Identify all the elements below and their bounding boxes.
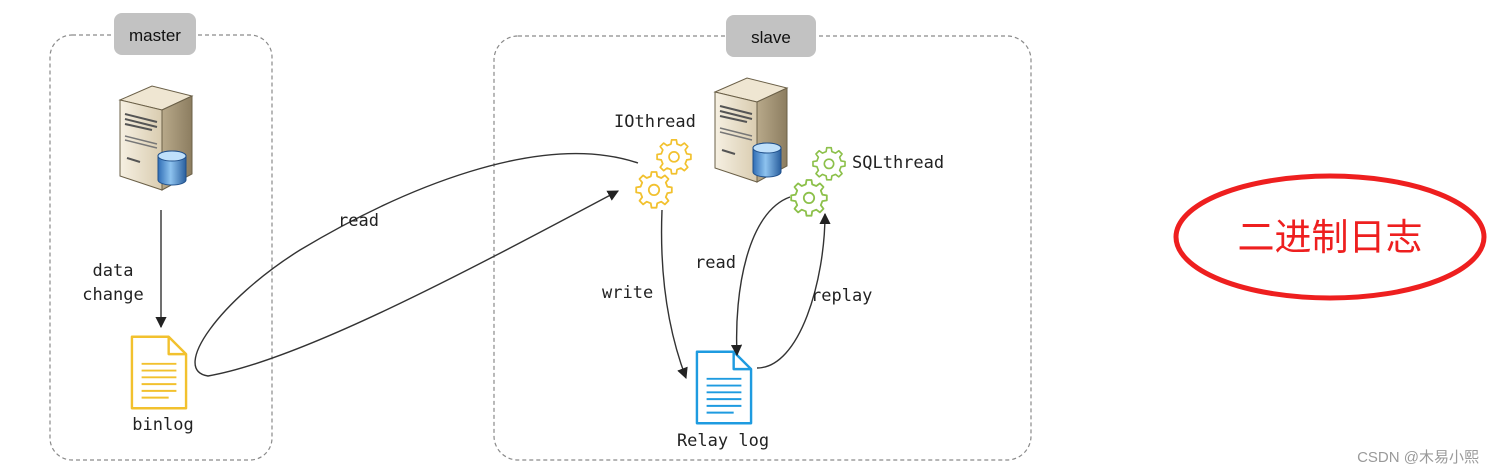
replay-arrow: [756, 212, 831, 369]
data-change-label-line2: change: [82, 285, 143, 305]
sql-thread-label: SQLthread: [852, 153, 944, 173]
io-thread-label: IOthread: [614, 112, 696, 132]
slave-tab: [726, 15, 816, 57]
binlog-label: binlog: [132, 415, 193, 435]
write-arrow: [660, 209, 688, 380]
annotation-text: 二进制日志: [1238, 216, 1423, 259]
slave-zone-border: [493, 35, 1032, 461]
data-change-label-line1: data: [93, 261, 134, 281]
write-label: write: [602, 283, 653, 303]
sql-gear-icon: [790, 179, 828, 217]
master-server-icon: [119, 85, 193, 191]
io-gear-icon: [635, 171, 673, 209]
slave-label: slave: [751, 28, 791, 47]
master-label: master: [129, 26, 181, 45]
io-read-label: read: [338, 211, 379, 231]
annotation-oval: [1173, 173, 1487, 301]
sql-read-arrow: [730, 196, 791, 357]
io-read-arrow: [194, 152, 639, 377]
relay-log-label: Relay log: [677, 431, 769, 451]
sql-gear-icon: [812, 146, 846, 181]
sql-read-label: read: [695, 253, 736, 273]
master-zone: master: [49, 13, 273, 461]
watermark: CSDN @木易小熙: [1357, 449, 1479, 466]
slave-server-icon: [714, 77, 788, 183]
binlog-file-icon: [130, 335, 188, 410]
sql-thread-gears: [790, 146, 846, 217]
replay-label: replay: [811, 286, 872, 306]
io-gear-icon: [656, 138, 692, 175]
io-thread-gears: [635, 138, 692, 209]
relay-log-file-icon: [695, 350, 753, 425]
slave-zone: slave: [493, 15, 1032, 461]
master-zone-border: [49, 34, 273, 461]
master-tab: [114, 13, 196, 55]
